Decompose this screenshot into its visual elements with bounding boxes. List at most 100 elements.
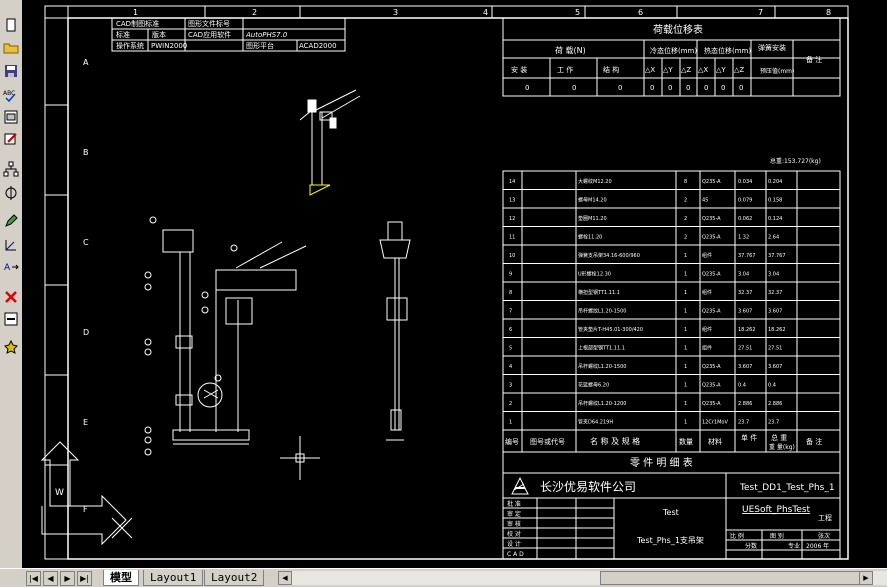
parts-cell-qty: 1	[684, 327, 687, 333]
horizontal-scrollbar[interactable]: ◀ ▶	[278, 571, 887, 585]
parts-cell-qty: 2	[684, 216, 687, 222]
tb-label: 标准	[116, 30, 130, 39]
close-x-icon[interactable]	[2, 288, 20, 306]
angle-icon[interactable]	[2, 236, 20, 254]
next-tab-button[interactable]: ▶	[60, 571, 75, 586]
load-subheader: 预压值(mm)	[760, 67, 794, 75]
spell-check-icon[interactable]: ABC	[2, 86, 20, 104]
tab-model[interactable]: 模型	[103, 570, 139, 586]
load-value: 0	[525, 84, 529, 92]
load-subheader: △Z	[681, 66, 691, 74]
parts-cell-total: 0.204	[768, 179, 782, 185]
parts-cell-mat: Q235-A	[702, 216, 721, 222]
total-weight: 总重:153.727(kg)	[770, 157, 821, 165]
parts-cell-mat: 组件	[702, 289, 712, 296]
support-drawing-side	[379, 221, 411, 441]
compass-icon[interactable]	[2, 184, 20, 202]
parts-cell-no: 10	[509, 253, 515, 259]
open-folder-icon[interactable]	[2, 38, 20, 56]
load-subheader: 结 构	[603, 65, 619, 74]
parts-cell-total: 23.7	[768, 420, 779, 426]
parts-cell-qty: 1	[684, 383, 687, 389]
parts-cell-unit: 32.37	[738, 290, 752, 296]
drawing-canvas[interactable]: 1 2 3 4 5 6 7 8 A B C D E F CAD制图标准 图形文件…	[22, 0, 887, 568]
tb-label: 图形平台	[246, 41, 274, 50]
parts-cell-mat: 组件	[702, 326, 712, 333]
parts-cell-mat: Q235-A	[702, 179, 721, 185]
parts-cell-qty: 1	[684, 346, 687, 352]
parts-cell-total: 3.607	[768, 364, 782, 370]
signoff-label: 校 对	[507, 530, 521, 538]
company-logo-icon	[511, 476, 529, 495]
parts-cell-name: 上根部型钢TT1.11.1	[578, 345, 625, 352]
load-header: 弹簧安装	[758, 43, 786, 52]
parts-header: 单 件	[741, 433, 757, 442]
last-tab-button[interactable]: ▶|	[77, 571, 92, 586]
parts-cell-unit: 3.607	[738, 364, 752, 370]
text-attribute-icon[interactable]: A	[2, 258, 20, 276]
row-letter: A	[83, 58, 89, 67]
parts-cell-total: 0.124	[768, 216, 782, 222]
signoff-label: 设 计	[507, 540, 521, 548]
parts-weight-label: 重 量(kg)	[769, 443, 795, 451]
stage-label: 工程	[818, 513, 832, 522]
parts-cell-total: 3.04	[768, 272, 779, 278]
parts-cell-no: 1	[509, 420, 512, 426]
parts-cell-unit: 27.51	[738, 346, 752, 352]
parts-cell-name: 大螺纹M12.20	[578, 178, 612, 185]
parts-cell-mat: Q235-A	[702, 364, 721, 370]
network-icon[interactable]	[2, 160, 20, 178]
first-tab-button[interactable]: |◀	[26, 571, 41, 586]
signoff-label: C A D	[507, 551, 524, 558]
prev-tab-button[interactable]: ◀	[43, 571, 58, 586]
scale-label: 分数	[745, 542, 757, 550]
col-number: 1	[133, 8, 138, 17]
parts-cell-total: 32.37	[768, 290, 782, 296]
parts-cell-mat: 45	[702, 198, 708, 204]
parts-cell-no: 11	[509, 235, 515, 241]
minus-box-icon[interactable]	[2, 310, 20, 328]
parts-cell-mat: Q235-A	[702, 235, 721, 241]
load-subheader: 安 装	[511, 65, 527, 74]
edit-text-icon[interactable]	[2, 130, 20, 148]
scroll-left-icon[interactable]: ◀	[278, 571, 292, 585]
tb-label: CAD应用软件	[188, 30, 231, 39]
svg-text:W: W	[55, 488, 64, 498]
load-header: 热态位移(mm)	[704, 46, 751, 55]
tab-layout1[interactable]: Layout1	[143, 570, 204, 586]
parts-cell-total: 37.767	[768, 253, 786, 259]
scroll-thumb[interactable]	[600, 571, 866, 585]
parts-cell-unit: 0.4	[738, 383, 746, 389]
tb-software-version: AutoPHS7.0	[245, 31, 288, 39]
tab-layout2[interactable]: Layout2	[204, 570, 265, 586]
scroll-right-icon[interactable]: ▶	[859, 571, 873, 585]
parts-cell-unit: 37.767	[738, 253, 756, 259]
tb-label: 操作系统	[116, 41, 144, 50]
load-value: 0	[739, 84, 743, 92]
layout-tab-bar: |◀ ◀ ▶ ▶| 模型 Layout1 Layout2 ◀ ▶	[0, 568, 887, 587]
pencil-icon[interactable]	[2, 212, 20, 230]
load-value: 0	[721, 84, 725, 92]
properties-icon[interactable]	[2, 108, 20, 126]
drawing-id: Test_DD1_Test_Phs_1	[739, 483, 835, 493]
company-title-block: 长沙优易软件公司 Test_DD1_Test_Phs_1 Test Test_P…	[502, 472, 841, 560]
row-letter: D	[83, 328, 89, 337]
parts-cell-qty: 1	[684, 272, 687, 278]
save-disk-icon[interactable]	[2, 62, 20, 80]
new-file-icon[interactable]	[2, 16, 20, 34]
bottom-label: 图 别	[770, 532, 784, 540]
parts-cell-qty: 1	[684, 364, 687, 370]
star-icon[interactable]	[2, 338, 20, 356]
parts-cell-total: 2.886	[768, 401, 782, 407]
parts-cell-unit: 1.32	[738, 235, 749, 241]
tb-label: 版本	[152, 30, 166, 39]
parts-cell-qty: 8	[684, 179, 687, 185]
parts-cell-name: 管夹垫片T-H45.01-300/420	[578, 326, 643, 333]
company-name: 长沙优易软件公司	[540, 480, 636, 494]
parts-cell-mat: 组件	[702, 252, 712, 259]
parts-header: 名 称 及 规 格	[590, 436, 640, 446]
parts-cell-qty: 1	[684, 309, 687, 315]
row-letter: B	[83, 148, 89, 157]
frame-row-letters: A B C D E F	[83, 58, 89, 514]
parts-cell-name: U形螺栓12.30	[578, 271, 611, 278]
